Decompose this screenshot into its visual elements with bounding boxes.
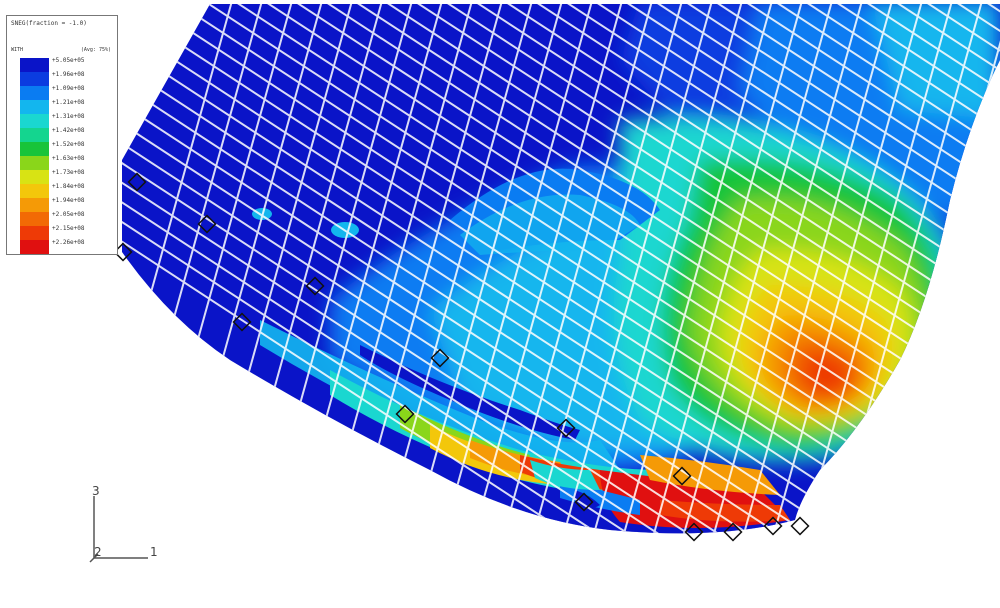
boundary-marker xyxy=(305,276,325,296)
legend-swatch xyxy=(20,198,49,212)
contour-legend: SNEG(fraction = -1.0) WITH (Avg: 75%) +5… xyxy=(6,15,118,255)
legend-swatch xyxy=(20,100,49,114)
boundary-marker xyxy=(197,214,217,234)
legend-swatch xyxy=(20,156,49,170)
boundary-marker xyxy=(763,516,783,536)
legend-value: +1.63e+08 xyxy=(52,155,85,162)
legend-value: +2.15e+08 xyxy=(52,225,85,232)
legend-value: +1.21e+08 xyxy=(52,99,85,106)
legend-value: +1.42e+08 xyxy=(52,127,85,134)
legend-value: +2.26e+08 xyxy=(52,239,85,246)
legend-value: +1.73e+08 xyxy=(52,169,85,176)
legend-value: +1.94e+08 xyxy=(52,197,85,204)
boundary-marker xyxy=(723,522,743,542)
boundary-marker xyxy=(127,172,147,192)
boundary-marker xyxy=(684,522,704,542)
legend-value: +1.09e+08 xyxy=(52,85,85,92)
legend-swatch xyxy=(20,114,49,128)
legend-labels: +5.05e+05 +1.96e+08 +1.09e+08 +1.21e+08 +1.3… xyxy=(52,57,85,253)
legend-value: +1.31e+08 xyxy=(52,113,85,120)
legend-swatch xyxy=(20,170,49,184)
boundary-marker xyxy=(672,466,692,486)
legend-subtitle-right: (Avg: 75%) xyxy=(80,47,111,53)
boundary-marker xyxy=(790,516,810,536)
boundary-marker xyxy=(556,418,576,438)
legend-swatch xyxy=(20,142,49,156)
legend-color-bar xyxy=(20,58,49,254)
legend-swatch xyxy=(20,184,49,198)
legend-subtitle-left: WITH xyxy=(11,47,24,53)
legend-swatch xyxy=(20,86,49,100)
boundary-marker xyxy=(430,348,450,368)
legend-swatch xyxy=(20,226,49,240)
legend-swatch xyxy=(20,72,49,86)
triad-axes-icon xyxy=(89,496,148,563)
legend-value: +1.84e+08 xyxy=(52,183,85,190)
legend-value: +2.05e+08 xyxy=(52,211,85,218)
legend-value: +1.52e+08 xyxy=(52,141,85,148)
legend-value: +5.05e+05 xyxy=(52,57,85,64)
legend-swatch xyxy=(20,212,49,226)
legend-title: SNEG(fraction = -1.0) xyxy=(11,20,87,27)
legend-swatch xyxy=(20,58,49,72)
axis-label-3: 3 xyxy=(92,484,100,498)
coordinate-triad: 3 1 2 xyxy=(82,482,172,572)
axis-label-1: 1 xyxy=(150,545,158,559)
boundary-marker xyxy=(574,492,594,512)
legend-value: +1.96e+08 xyxy=(52,71,85,78)
boundary-marker xyxy=(113,242,133,262)
boundary-marker xyxy=(232,312,252,332)
legend-swatch xyxy=(20,240,49,254)
boundary-marker xyxy=(395,404,415,424)
boundary-markers xyxy=(113,172,810,542)
legend-swatch xyxy=(20,128,49,142)
axis-label-2: 2 xyxy=(94,545,102,559)
